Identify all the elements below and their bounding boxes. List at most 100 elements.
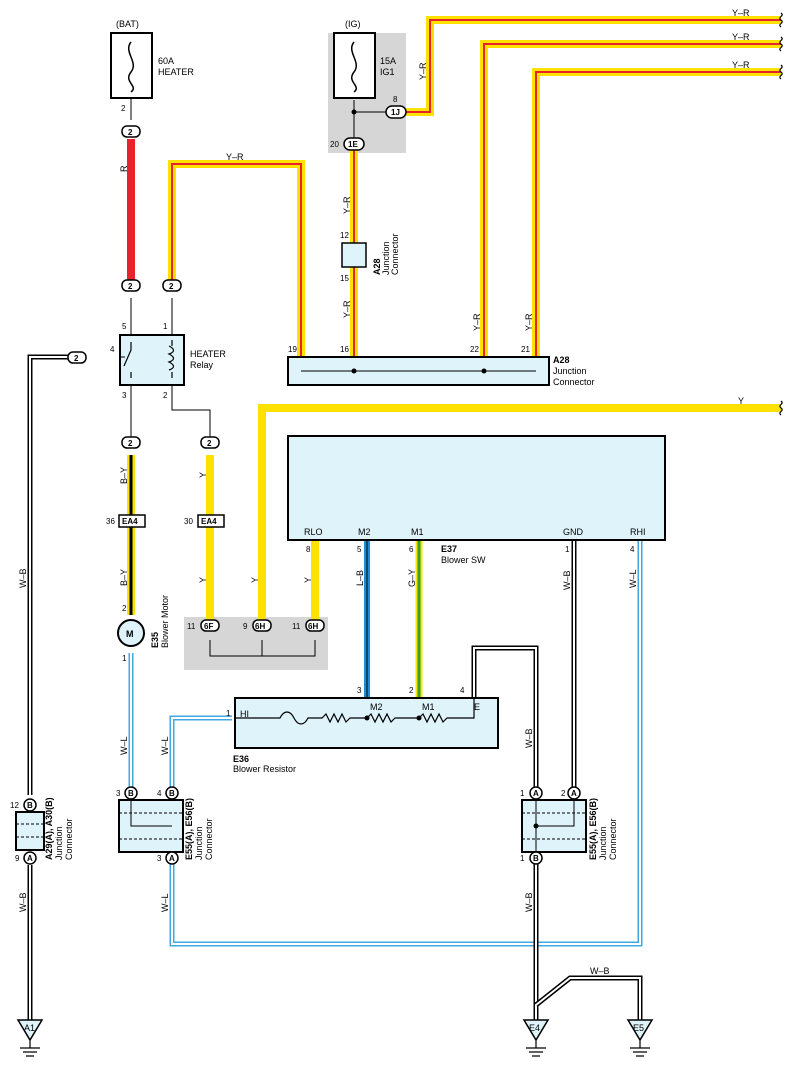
svg-text:2: 2 <box>128 128 133 137</box>
svg-text:B: B <box>27 801 33 810</box>
svg-text:A1: A1 <box>24 1023 35 1033</box>
svg-text:8: 8 <box>306 545 311 554</box>
svg-text:2: 2 <box>122 604 127 613</box>
svg-text:M1: M1 <box>411 527 424 537</box>
svg-text:1: 1 <box>122 654 127 663</box>
blower-resistor: HI M2 M1 E 1 3 2 4 E36 Blower Resistor <box>226 686 499 774</box>
svg-text:Connector: Connector <box>553 377 595 387</box>
svg-text:6F: 6F <box>204 622 213 631</box>
svg-text:A28: A28 <box>372 258 382 275</box>
blower-motor: M 2 1 E35 Blower Motor <box>117 595 170 663</box>
svg-text:Y–R: Y–R <box>732 32 750 42</box>
svg-text:Y–R: Y–R <box>472 313 482 331</box>
svg-text:E35: E35 <box>150 632 160 648</box>
svg-text:1: 1 <box>520 789 525 798</box>
svg-text:Y–R: Y–R <box>732 8 750 18</box>
svg-text:Blower Motor: Blower Motor <box>160 595 170 648</box>
svg-text:E55(A), E56(B): E55(A), E56(B) <box>184 798 194 860</box>
connector-ea4-right: EA4 30 <box>184 514 225 528</box>
svg-text:9: 9 <box>15 854 20 863</box>
svg-text:2: 2 <box>74 354 79 363</box>
svg-text:Junction: Junction <box>553 366 587 376</box>
svg-text:A28: A28 <box>553 355 570 365</box>
svg-text:3: 3 <box>116 789 121 798</box>
a28-junction-connector: 19 16 22 21 A28 Junction Connector <box>287 345 595 387</box>
svg-text:E4: E4 <box>529 1023 540 1033</box>
svg-text:1: 1 <box>163 322 168 331</box>
svg-text:W–L: W–L <box>160 893 170 912</box>
svg-text:R: R <box>119 165 129 172</box>
svg-text:2: 2 <box>207 439 212 448</box>
svg-text:W–L: W–L <box>119 736 129 755</box>
pin: 8 <box>393 95 398 104</box>
fuse-ig1-amp: 15A <box>380 56 396 66</box>
svg-text:Y–R: Y–R <box>342 300 352 318</box>
svg-text:Y–R: Y–R <box>524 313 534 331</box>
svg-text:1: 1 <box>565 545 570 554</box>
heater-relay: 5 1 4 3 2 HEATER Relay <box>110 322 226 400</box>
svg-text:3: 3 <box>357 686 362 695</box>
svg-text:E36: E36 <box>233 754 249 764</box>
svg-text:1: 1 <box>520 854 525 863</box>
connector-2-relay-pin5: 2 <box>121 279 141 292</box>
svg-text:Connector: Connector <box>608 818 618 860</box>
svg-text:Y–R: Y–R <box>732 60 750 70</box>
svg-text:3: 3 <box>122 391 127 400</box>
svg-text:W–B: W–B <box>590 966 610 976</box>
junction-e55-e56-left: B B A 3 4 3 E55(A), E56(B) Junction Conn… <box>116 786 214 865</box>
svg-text:12: 12 <box>10 801 19 810</box>
svg-text:3: 3 <box>157 854 162 863</box>
svg-text:W–B: W–B <box>524 892 534 912</box>
ig-label: (IG) <box>345 19 361 29</box>
svg-text:1E: 1E <box>348 140 358 149</box>
svg-text:B: B <box>128 789 134 798</box>
svg-text:A29(A), A30(B): A29(A), A30(B) <box>44 797 54 860</box>
svg-text:16: 16 <box>340 345 349 354</box>
svg-text:W–B: W–B <box>562 570 572 590</box>
svg-text:B: B <box>169 789 175 798</box>
connector-2-relay-pin3: 2 <box>121 436 141 449</box>
svg-text:21: 21 <box>521 345 530 354</box>
svg-text:11: 11 <box>292 622 301 631</box>
svg-text:Y: Y <box>303 577 313 583</box>
svg-text:A: A <box>169 854 175 863</box>
svg-text:Connector: Connector <box>204 818 214 860</box>
fuse-15a-ig1: (IG) 15A IG1 8 20 <box>330 19 398 149</box>
svg-text:1: 1 <box>226 709 231 718</box>
connector-2-relay-pin2: 2 <box>200 436 220 449</box>
ground-a1: A1 <box>16 1019 44 1057</box>
svg-text:2: 2 <box>128 439 133 448</box>
wire-color-labels: R Y–R Y–R Y–R Y–R Y–R Y–R Y–R Y–R Y–R Y … <box>18 8 750 976</box>
svg-text:G–Y: G–Y <box>407 569 417 587</box>
svg-text:4: 4 <box>460 686 465 695</box>
svg-text:36: 36 <box>106 517 115 526</box>
junction-a29-a30: B A 12 9 A29(A), A30(B) Junction Connect… <box>10 797 74 865</box>
svg-text:2: 2 <box>163 391 168 400</box>
svg-text:4: 4 <box>110 345 115 354</box>
svg-text:L–B: L–B <box>355 570 365 586</box>
svg-text:5: 5 <box>357 545 362 554</box>
connector-1e: 1E <box>343 137 365 151</box>
svg-text:12: 12 <box>340 231 349 240</box>
svg-text:HI: HI <box>240 709 249 719</box>
fuse-ig1-name: IG1 <box>380 67 395 77</box>
svg-text:EA4: EA4 <box>122 517 138 526</box>
junction-e55-e56-right: A A B 1 2 1 E55(A), E56(B) Junction Conn… <box>520 786 618 865</box>
fuse-60a-heater: (BAT) 60A HEATER 2 <box>110 19 194 113</box>
svg-text:EA4: EA4 <box>201 517 217 526</box>
svg-text:A: A <box>27 854 33 863</box>
svg-text:Y–R: Y–R <box>418 62 428 80</box>
svg-text:Blower SW: Blower SW <box>441 555 486 565</box>
svg-text:6: 6 <box>409 545 414 554</box>
svg-text:B: B <box>533 854 539 863</box>
svg-text:E37: E37 <box>441 544 457 554</box>
wire-break-marks <box>779 12 783 416</box>
svg-text:A: A <box>571 789 577 798</box>
fuse-heater-name: HEATER <box>158 67 194 77</box>
svg-text:19: 19 <box>288 345 297 354</box>
svg-text:4: 4 <box>630 545 635 554</box>
bat-label: (BAT) <box>116 19 139 29</box>
svg-text:W–L: W–L <box>628 569 638 588</box>
svg-text:W–B: W–B <box>18 892 28 912</box>
svg-text:2: 2 <box>561 789 566 798</box>
